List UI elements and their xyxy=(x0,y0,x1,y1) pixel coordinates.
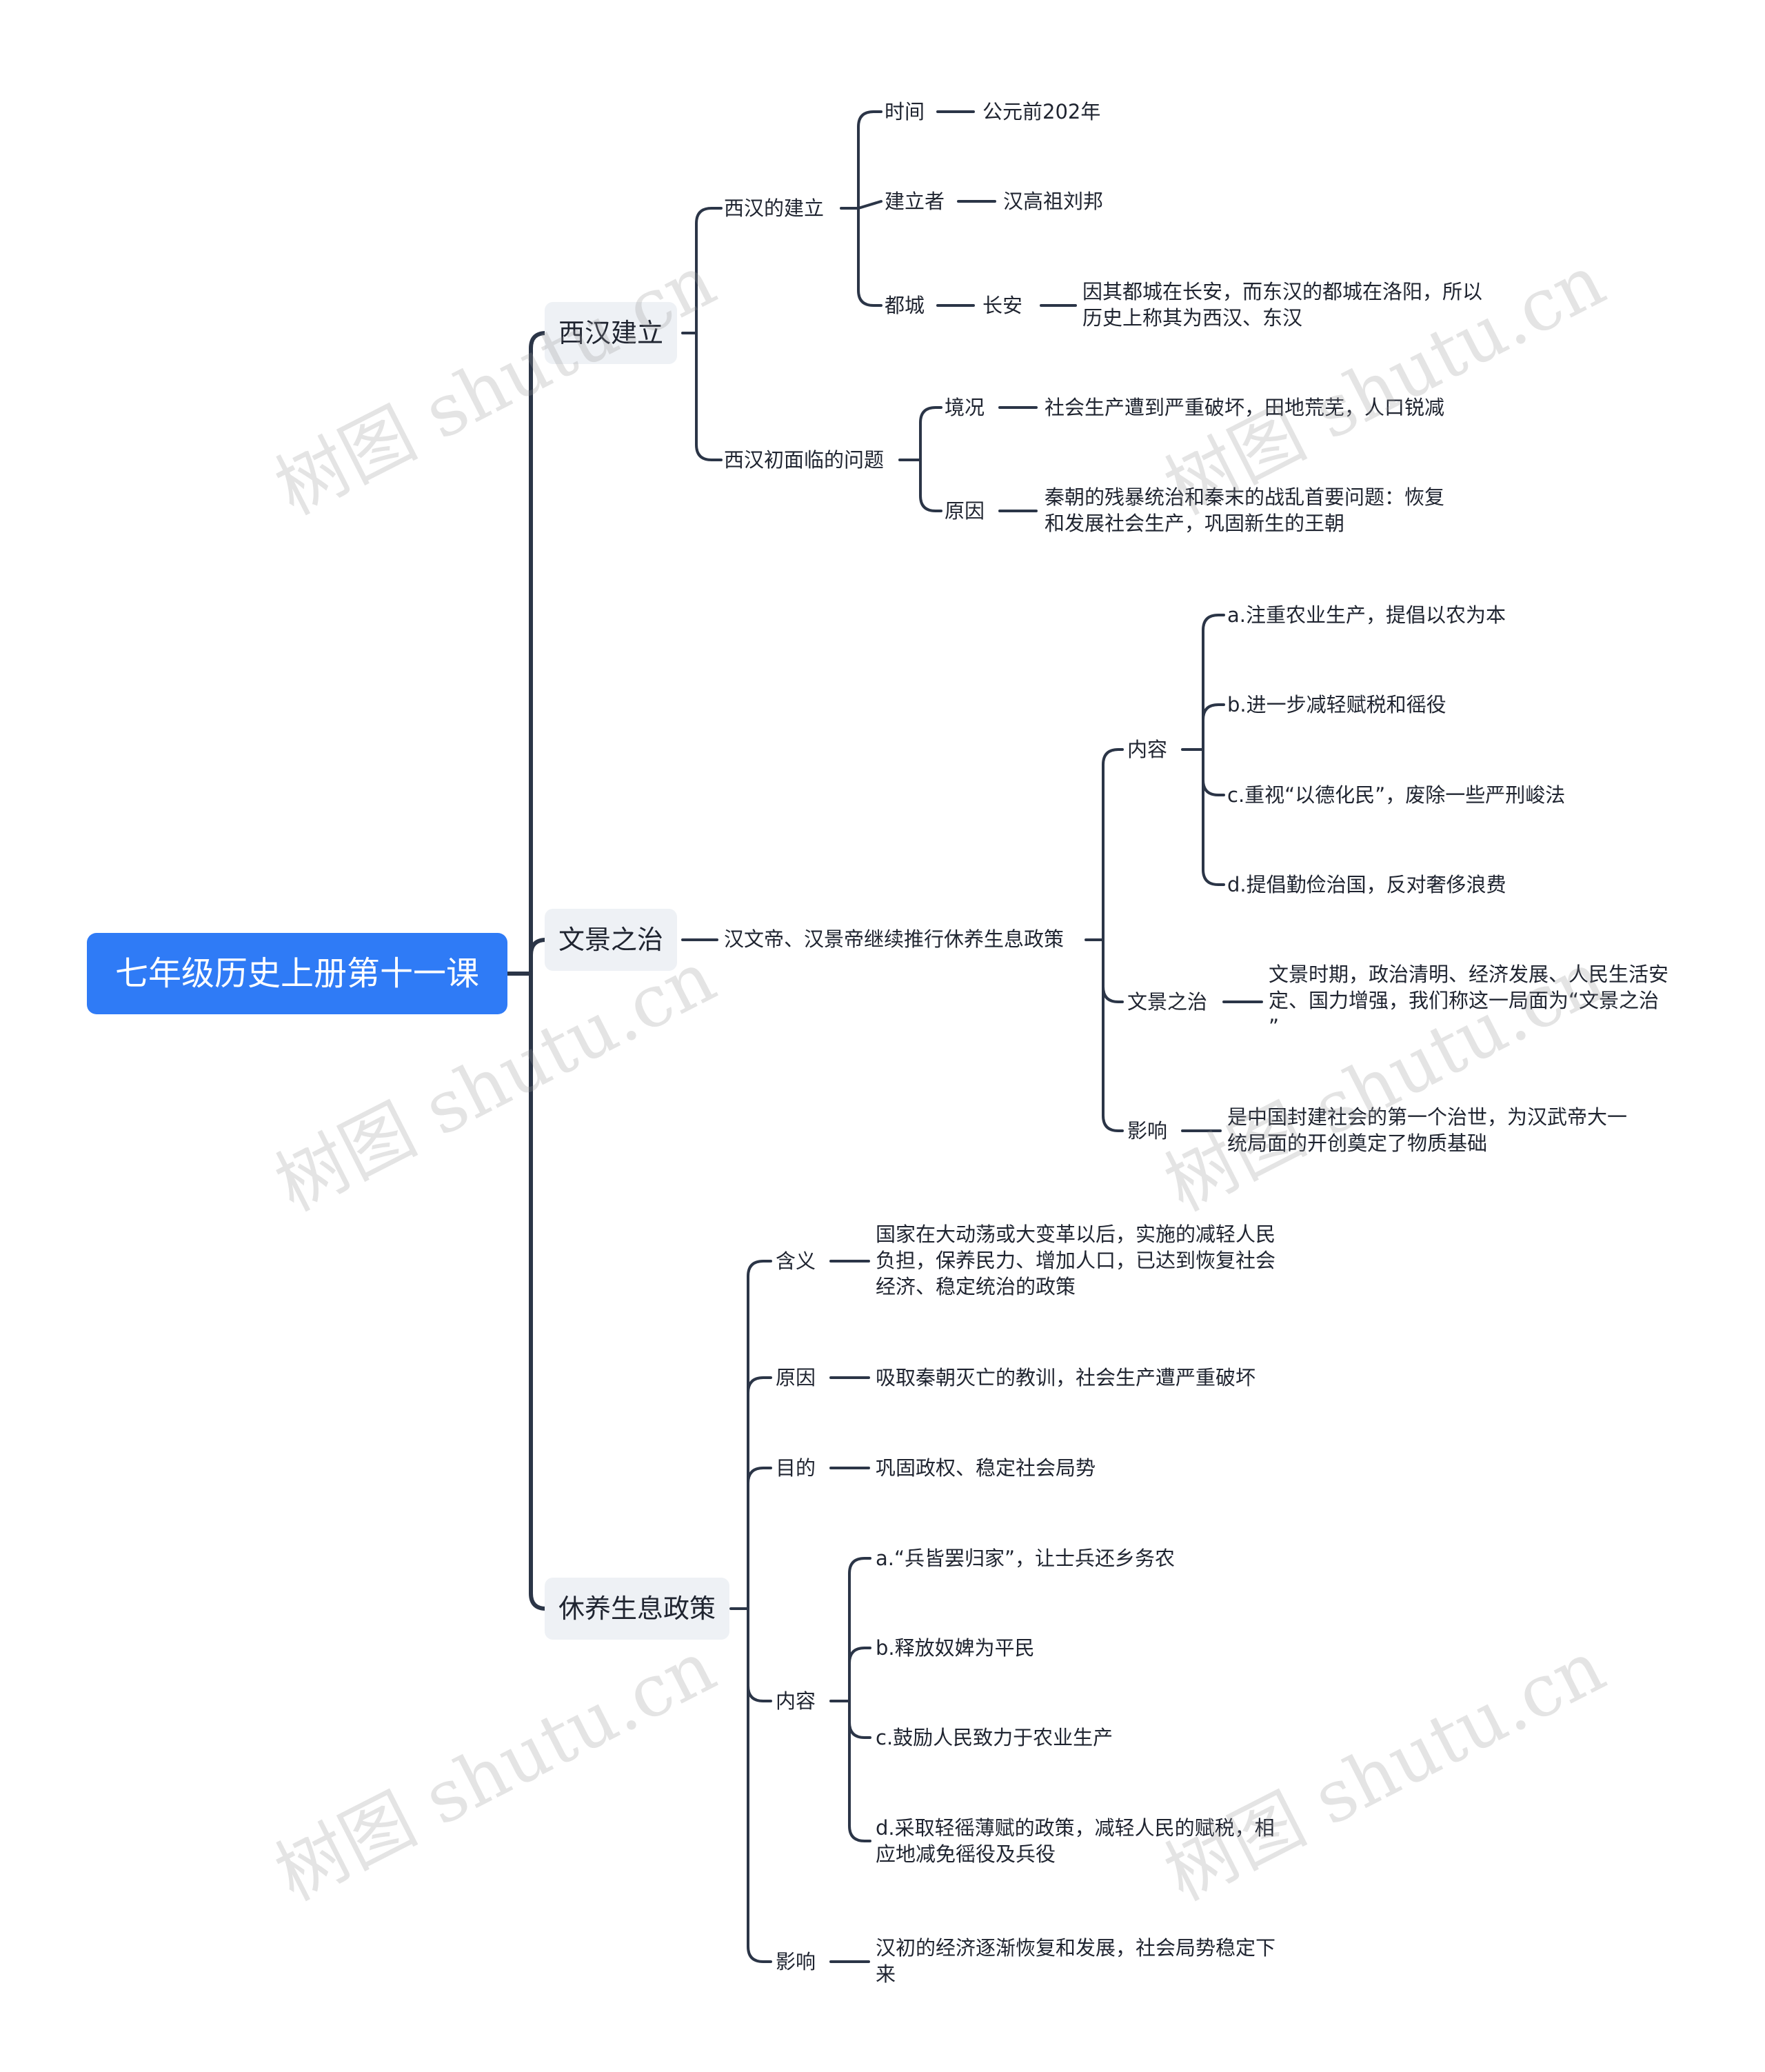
node-reason-value[interactable]: 吸取秦朝灭亡的教训，社会生产遭严重破坏 xyxy=(876,1366,1256,1389)
root-node[interactable]: 七年级历史上册第十一课 xyxy=(87,933,507,1014)
node-situation-label[interactable]: 境况 xyxy=(945,396,985,419)
node-content3-c[interactable]: c.鼓励人民致力于农业生产 xyxy=(876,1726,1113,1749)
connector-line xyxy=(857,207,882,307)
connector-line xyxy=(919,406,942,461)
connector-line xyxy=(1102,748,1124,941)
node-xihan-establish[interactable]: 西汉的建立 xyxy=(724,197,825,220)
node-capital-city[interactable]: 长安 xyxy=(982,294,1023,317)
connector-line xyxy=(1202,614,1225,751)
node-cause-label[interactable]: 原因 xyxy=(945,499,985,523)
connector-line xyxy=(747,1607,772,1702)
node-impact3-label[interactable]: 影响 xyxy=(776,1950,816,1973)
text-line: 应地减免徭役及兵役 xyxy=(876,1842,1056,1866)
text-line: 文景时期，政治清明、经济发展、人民生活安 xyxy=(1269,963,1669,986)
connector-line xyxy=(857,110,882,210)
connector-line xyxy=(1102,938,1124,1132)
branch-node-xiuyang[interactable]: 休养生息政策 xyxy=(545,1578,730,1640)
node-content3-label[interactable]: 内容 xyxy=(776,1689,816,1713)
connector-line xyxy=(919,459,942,512)
node-meaning-value[interactable]: 国家在大动荡或大变革以后，实施的减轻人民 负担，保养民力、增加人口，已达到恢复社… xyxy=(876,1221,1275,1300)
connector-line xyxy=(529,972,547,1611)
connector-line xyxy=(747,1260,772,1610)
connector-line xyxy=(695,332,723,461)
text-line: 统局面的开创奠定了物质基础 xyxy=(1227,1131,1488,1155)
text-line: ” xyxy=(1269,1015,1280,1038)
text-line: 国家在大动荡或大变革以后，实施的减轻人民 xyxy=(876,1223,1276,1246)
connector-line xyxy=(848,1557,871,1702)
text-line: 经济、稳定统治的政策 xyxy=(876,1275,1076,1298)
connector-line xyxy=(857,200,882,210)
connector-line xyxy=(1202,748,1225,796)
text-line: 因其都城在长安，而东汉的都城在洛阳，所以 xyxy=(1082,280,1483,303)
branch-node-wenjing[interactable]: 文景之治 xyxy=(545,909,678,971)
node-goal-label[interactable]: 目的 xyxy=(776,1456,816,1480)
connector-line xyxy=(695,207,723,334)
node-situation-value[interactable]: 社会生产遭到严重破坏，田地荒芜，人口锐减 xyxy=(1045,396,1445,419)
connector-line xyxy=(747,1467,772,1610)
node-content3-b[interactable]: b.释放奴婢为平民 xyxy=(876,1636,1035,1660)
text-line: 负担，保养民力、增加人口，已达到恢复社会 xyxy=(876,1249,1276,1272)
connector-line xyxy=(848,1647,871,1702)
node-early-problems[interactable]: 西汉初面临的问题 xyxy=(724,448,885,472)
node-content3-d[interactable]: d.采取轻徭薄赋的政策，减轻人民的赋税，相 应地减免徭役及兵役 xyxy=(876,1815,1275,1867)
connector-line xyxy=(529,331,547,976)
node-content3-a[interactable]: a.“兵皆罢归家”，让士兵还乡务农 xyxy=(876,1547,1176,1570)
text-line: 秦朝的残暴统治和秦末的战乱首要问题：恢复 xyxy=(1045,485,1445,509)
text-line: 定、国力增强，我们称这一局面为“文景之治 xyxy=(1269,989,1660,1012)
text-line: 历史上称其为西汉、东汉 xyxy=(1082,306,1303,330)
node-content-d[interactable]: d.提倡勤俭治国，反对奢侈浪费 xyxy=(1227,873,1506,896)
node-reason-label[interactable]: 原因 xyxy=(776,1366,816,1389)
node-content-b[interactable]: b.进一步减轻赋税和徭役 xyxy=(1227,693,1446,716)
node-capital-note[interactable]: 因其都城在长安，而东汉的都城在洛阳，所以 历史上称其为西汉、东汉 xyxy=(1082,279,1482,331)
node-impact3-value[interactable]: 汉初的经济逐渐恢复和发展，社会局势稳定下 来 xyxy=(876,1935,1275,1987)
node-founder-value[interactable]: 汉高祖刘邦 xyxy=(1003,190,1104,213)
node-wenjing-value[interactable]: 文景时期，政治清明、经济发展、人民生活安 定、国力增强，我们称这一局面为“文景之… xyxy=(1269,961,1668,1040)
node-impact-label[interactable]: 影响 xyxy=(1127,1119,1168,1143)
node-time-value[interactable]: 公元前202年 xyxy=(982,100,1101,123)
connector-line xyxy=(747,1607,772,1963)
node-content-label[interactable]: 内容 xyxy=(1127,738,1168,761)
node-cause-value[interactable]: 秦朝的残暴统治和秦末的战乱首要问题：恢复 和发展社会生产，巩固新生的王朝 xyxy=(1045,484,1444,536)
node-policy[interactable]: 汉文帝、汉景帝继续推行休养生息政策 xyxy=(724,927,1065,951)
text-line: 和发展社会生产，巩固新生的王朝 xyxy=(1045,512,1345,535)
connector-line xyxy=(848,1700,871,1739)
node-wenjing-label[interactable]: 文景之治 xyxy=(1127,990,1208,1014)
connector-line xyxy=(1202,703,1225,751)
connector-line xyxy=(1202,748,1225,886)
node-meaning-label[interactable]: 含义 xyxy=(776,1249,816,1273)
text-line: 汉初的经济逐渐恢复和发展，社会局势稳定下 xyxy=(876,1936,1276,1960)
node-impact-value[interactable]: 是中国封建社会的第一个治世，为汉武帝大一 统局面的开创奠定了物质基础 xyxy=(1227,1104,1627,1156)
connector-line xyxy=(848,1700,871,1842)
connector-line xyxy=(747,1376,772,1610)
text-line: 来 xyxy=(876,1962,896,1986)
node-capital-label[interactable]: 都城 xyxy=(885,294,925,317)
connector-line xyxy=(529,938,547,976)
branch-node-xihan-jianli[interactable]: 西汉建立 xyxy=(545,302,678,364)
node-time-label[interactable]: 时间 xyxy=(885,100,925,123)
node-content-a[interactable]: a.注重农业生产，提倡以农为本 xyxy=(1227,603,1506,627)
text-line: d.采取轻徭薄赋的政策，减轻人民的赋税，相 xyxy=(876,1816,1275,1840)
connector-line xyxy=(1102,938,1124,1003)
node-content-c[interactable]: c.重视“以德化民”，废除一些严刑峻法 xyxy=(1227,783,1566,807)
node-goal-value[interactable]: 巩固政权、稳定社会局势 xyxy=(876,1456,1096,1480)
node-founder-label[interactable]: 建立者 xyxy=(885,190,945,213)
text-line: 是中国封建社会的第一个治世，为汉武帝大一 xyxy=(1227,1105,1628,1129)
